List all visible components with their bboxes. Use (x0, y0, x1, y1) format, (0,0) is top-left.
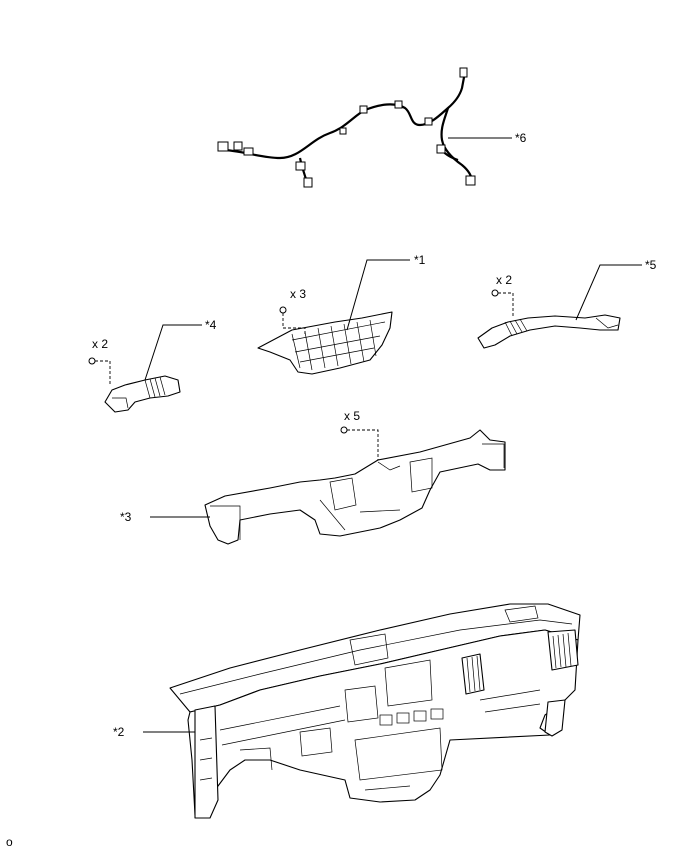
callout-1: *1 (414, 253, 426, 267)
quantity-part-5: x 2 (496, 273, 512, 287)
screw-icon (88, 357, 96, 365)
callout-2: *2 (113, 725, 125, 739)
side-duct-part-5 (477, 314, 621, 349)
footer-mark: o (6, 835, 13, 849)
fastener-dashed-line (282, 313, 306, 336)
callout-5: *5 (645, 258, 657, 272)
quantity-part-4: x 2 (92, 337, 108, 351)
quantity-part-1: x 3 (290, 287, 306, 301)
callout-leader-4 (144, 324, 202, 381)
center-duct-part-3 (204, 429, 506, 545)
screw-icon (491, 289, 499, 297)
instrument-panel-part-2 (169, 603, 581, 819)
callout-3: *3 (120, 510, 132, 524)
wire-harness-part-6 (217, 67, 476, 188)
callout-4: *4 (205, 318, 217, 332)
callout-leader-5 (575, 264, 642, 321)
callout-leader-1 (346, 259, 410, 331)
fastener-dashed-line (347, 429, 379, 460)
screw-icon (279, 306, 287, 314)
screw-icon (340, 426, 348, 434)
fastener-dashed-line (95, 360, 111, 385)
side-duct-part-4 (104, 375, 181, 413)
quantity-part-3: x 5 (344, 409, 360, 423)
fastener-dashed-line (498, 292, 514, 318)
bracket-part-1 (257, 311, 393, 375)
callout-6: *6 (515, 131, 527, 145)
